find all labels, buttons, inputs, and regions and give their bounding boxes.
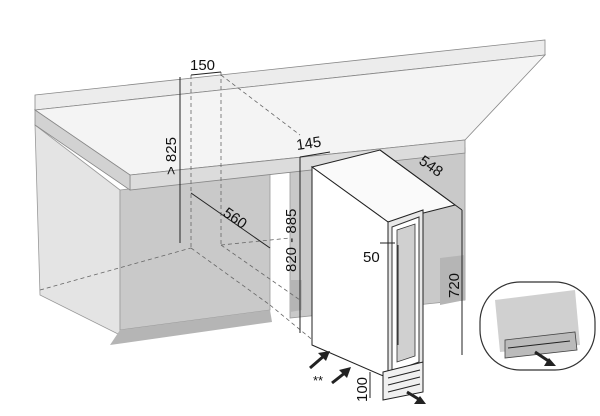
detail-inset (479, 281, 596, 371)
wine-cooler (310, 149, 457, 401)
appliance-width-label: 145 (295, 134, 322, 154)
plinth-height-label: 100 (354, 377, 371, 402)
air-out-arrow-icon (406, 390, 426, 404)
niche-outline (39, 72, 316, 343)
left-cabinet (34, 124, 272, 345)
ventilation-note-label: ** (313, 373, 323, 388)
door-offset-label: 50 (363, 249, 380, 266)
air-out-arrow-icon (544, 358, 556, 366)
air-in-arrow-icon (309, 351, 330, 370)
air-in-arrow-icon (331, 367, 351, 385)
cabinet-height-label: 720 (446, 273, 463, 298)
niche-height-label: > 825 (163, 137, 180, 175)
appliance-height-label: 820 - 885 (283, 209, 300, 272)
countertop (33, 39, 547, 191)
niche-width-label: 150 (190, 57, 215, 74)
dimension-lines (179, 71, 463, 398)
airflow-arrows (309, 351, 426, 404)
